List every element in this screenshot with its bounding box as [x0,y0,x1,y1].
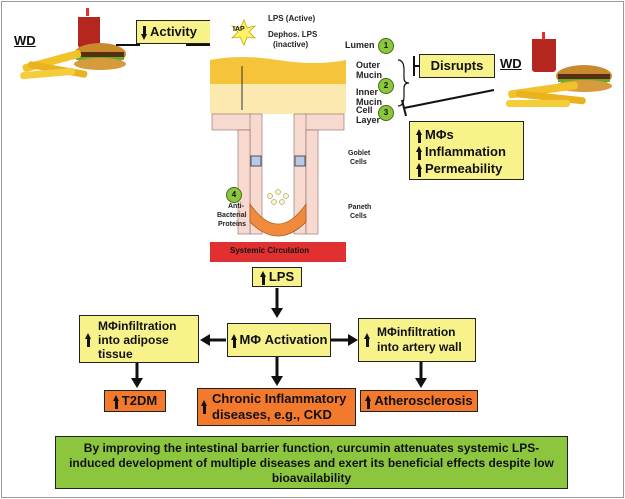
outer-mucin-label-1: Outer [356,60,381,70]
arrow-up-icon [230,333,238,348]
goblet-cells-label-2: Cells [350,159,367,166]
ckd-box: Chronic Inflammatory diseases, e.g., CKD [197,388,356,426]
dephos-lps-inactive-label: (inactive) [273,40,309,49]
wd-right-inhibition-line [401,89,495,116]
intestine-diagram [210,14,346,262]
t2dm-box: T2DM [104,390,166,412]
goblet-cells [250,155,306,167]
atherosclerosis-box: Atherosclerosis [360,390,478,412]
dephos-lps-label: Dephos. LPS [268,30,318,39]
paneth-cells [249,203,307,237]
arrow-down-icon [141,25,148,40]
arrow-up-icon [365,394,372,409]
number-badge-1: 1 [378,38,394,54]
mucin-brace [397,59,410,107]
arrow-up-icon [259,270,267,285]
food-right-illustration [506,32,612,107]
cell-layer-label-2: Layer [356,115,381,125]
ckd-line-1: Chronic Inflammatory [212,391,347,406]
arrow-up-icon [112,394,120,409]
outer-mucin-label-2: Mucin [356,70,382,80]
effects-line-macrophages: MΦs [416,126,517,143]
wd-right-label: WD [500,56,522,71]
disrupts-box: Disrupts [419,54,495,78]
fries-right [506,81,586,107]
systemic-circulation-label: Systemic Circulation [230,246,310,255]
fries-left [20,50,88,80]
activity-box: Activity [136,20,218,44]
adipose-line-3: tissue [98,347,133,361]
food-left-illustration [20,8,126,80]
adipose-line-2: into adipose [98,333,169,347]
disrupts-inhibition-line [414,65,420,67]
lumen-label: Lumen [345,40,375,50]
inner-mucin-label-2: Mucin [356,97,382,107]
activity-inhibition-line [186,44,216,46]
artery-infiltration-box: MΦinfiltration into artery wall [358,318,476,362]
wd-activity-connector [116,44,140,46]
arrow-up-icon [364,333,371,347]
paneth-cells-label-1: Paneth [348,204,372,211]
arrow-up-icon [416,128,423,143]
number-badge-3: 3 [378,105,394,121]
number-badge-4: 4 [226,187,242,203]
soda-cup-right [532,34,556,72]
number-badge-2: 2 [378,78,394,94]
wd-left-label: WD [14,33,36,48]
activation-box: MΦ Activation [227,323,331,357]
adipose-infiltration-box: MΦinfiltration into adipose tissue [79,315,199,363]
activity-text: Activity [150,24,197,39]
systemic-circulation-band [210,242,346,262]
inner-mucin-label-1: Inner [356,87,379,97]
epithelial-crypt [211,113,345,235]
effects-box: MΦs Inflammation Permeability [409,121,524,180]
inner-mucin-layer [210,84,346,114]
arrow-up-icon [85,333,92,347]
antibacterial-label-3: Proteins [218,221,247,228]
antibacterial-granules [267,189,289,205]
paneth-cells-label-2: Cells [350,213,367,220]
iap-label: IAP [233,26,245,33]
effects-line-permeability: Permeability [416,160,517,177]
ckd-line-2: diseases, e.g., CKD [212,407,332,422]
lps-box: LPS [252,267,302,287]
antibacterial-label-2: Bacterial [217,212,247,219]
iap-star-shape [230,19,257,46]
goblet-cells-label-1: Goblet [348,150,371,157]
soda-cup-left [78,12,100,48]
cell-layer-label-1: Cell [356,105,373,115]
arrow-up-icon [201,400,208,414]
arrow-up-icon [416,145,423,160]
conclusion-box: By improving the intestinal barrier func… [55,436,568,489]
artery-line-2: into artery wall [377,340,462,354]
adipose-line-1: MΦinfiltration [98,319,177,333]
artery-line-1: MΦinfiltration [377,325,456,339]
lps-active-label: LPS (Active) [268,14,316,23]
outer-mucin-layer [210,57,346,86]
arrow-up-icon [416,162,423,177]
antibacterial-label-1: Anti- [228,203,244,210]
effects-line-inflammation: Inflammation [416,143,517,160]
